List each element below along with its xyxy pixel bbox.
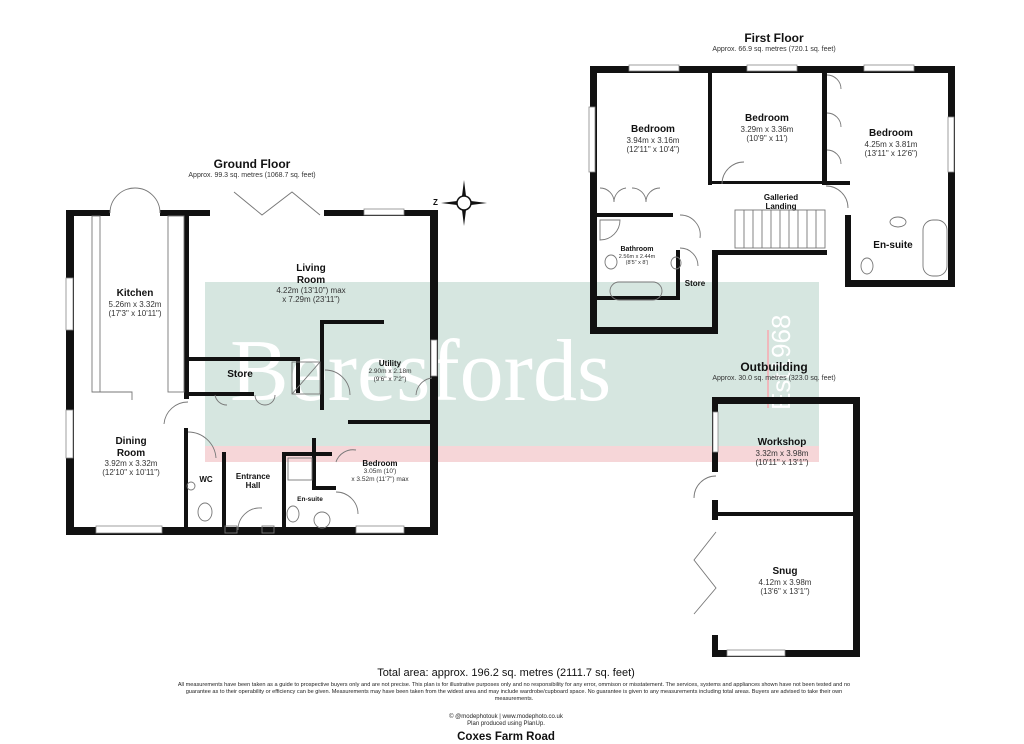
room-name-line1: Living [296,263,326,274]
room-name: Store [684,279,706,288]
room-dim-imperial: (8'5" x 8') [625,260,649,267]
room-dim-metric: 3.94m x 3.16m [626,135,680,145]
room-kitchen: Kitchen 5.26m x 3.32m (17'3" x 10'11") [108,288,161,318]
room-dim-imperial: (12'10" x 10'11") [102,468,160,478]
room-dining: Dining Room 3.92m x 3.32m (12'10" x 10'1… [102,436,160,477]
room-name: WC [199,475,213,484]
ground-floor-area: Approx. 99.3 sq. metres (1068.7 sq. feet… [188,171,316,179]
room-name: En-suite [297,496,323,503]
room-ground-ensuite: En-suite [297,496,323,503]
room-dim-imperial: (10'11" x 13'1") [755,457,809,467]
plan-credit: Plan produced using PlanUp. [467,721,545,727]
room-galleried-landing: Galleried Landing [764,193,798,211]
ground-floor-heading: Ground Floor Approx. 99.3 sq. metres (10… [188,157,316,180]
room-living: Living Room 4.22m (13'10") max x 7.29m (… [276,263,345,304]
room-workshop: Workshop 3.32m x 3.98m (10'11" x 13'1") [755,437,808,467]
room-name-line1: Dining [115,436,147,447]
room-bedroom-2: Bedroom 3.29m x 3.36m (10'9" x 11') [741,113,794,143]
room-dim-metric: 5.26m x 3.32m [108,299,162,309]
room-store: Store [227,369,253,381]
room-name: Bedroom [631,124,675,135]
room-name-line2: Room [296,274,326,286]
room-dim-imperial: (13'11" x 12'6") [864,148,918,158]
room-name-line1: Entrance [235,472,271,481]
room-name-line2: Room [116,447,146,459]
room-dim-metric: 3.32m x 3.98m [755,448,809,458]
outbuilding-area: Approx. 30.0 sq. metres (323.0 sq. feet) [712,374,836,382]
room-bedroom-1: Bedroom 3.94m x 3.16m (12'11" x 10'4") [626,124,679,154]
first-floor-area: Approx. 66.9 sq. metres (720.1 sq. feet) [712,45,836,53]
disclaimer-text: All measurements have been taken as a gu… [177,682,851,702]
room-name: Bedroom [869,128,913,139]
room-dim-metric: 2.90m x 2.18m [368,368,412,376]
compass-icon [441,180,487,226]
room-dim-imperial: (17'3" x 10'11") [108,308,162,318]
total-area: Total area: approx. 196.2 sq. metres (21… [377,667,635,679]
watermark-text: Beresfords [230,323,611,420]
ground-floor-title: Ground Floor [213,157,291,171]
room-name-line2: Landing [765,202,797,212]
first-floor-title: First Floor [744,31,804,45]
room-dim-metric: 4.12m x 3.98m [758,577,812,587]
room-name: Store [227,369,253,380]
compass-label: Z [433,198,438,207]
room-name-line1: Galleried [763,193,799,202]
watermark-est: Est1968 [766,315,796,410]
room-name: Kitchen [116,288,154,299]
room-dim-metric: 3.29m x 3.36m [740,124,794,134]
room-dim-metric: 4.22m (13'10") max [276,286,346,295]
room-entrance-hall: Entrance Hall [236,472,270,490]
property-address: Coxes Farm Road [457,731,555,743]
room-name-line2: Hall [245,481,261,491]
room-name: Workshop [757,437,807,448]
room-dim-metric: 3.05m (10') [363,468,397,476]
room-name: Bathroom [620,246,654,253]
room-dim-imperial: x 3.52m (11'7") max [351,475,409,483]
first-floor-heading: First Floor Approx. 66.9 sq. metres (720… [712,31,836,54]
room-ground-bedroom: Bedroom 3.05m (10') x 3.52m (11'7") max [351,459,408,483]
room-utility: Utility 2.90m x 2.18m (9'6" x 7'2") [369,359,412,383]
room-dim-metric: 2.56m x 2.44m [618,254,656,261]
room-name: Snug [772,566,798,577]
room-bedroom-3: Bedroom 4.25m x 3.81m (13'11" x 12'6") [864,128,917,158]
outbuilding-title: Outbuilding [740,360,808,374]
room-first-ensuite: En-suite [873,240,912,252]
room-dim-imperial: (12'11" x 10'4") [626,144,680,154]
room-bathroom: Bathroom 2.56m x 2.44m (8'5" x 8') [619,246,655,267]
watermark-pink-band [205,446,819,462]
photo-credit: © @modephotouk | www.modephoto.co.uk [449,714,563,720]
room-wc: WC [199,475,212,484]
room-dim-imperial: (13'6" x 13'1") [760,586,810,596]
outbuilding-heading: Outbuilding Approx. 30.0 sq. metres (323… [712,360,836,383]
room-name: Bedroom [745,113,789,124]
room-name: En-suite [873,240,913,251]
room-dim-imperial: x 7.29m (23'11") [282,295,340,305]
room-name: Bedroom [362,459,398,468]
room-dim-metric: 3.92m x 3.32m [104,459,158,468]
room-dim-metric: 4.25m x 3.81m [864,139,918,149]
room-first-store: Store [685,279,705,288]
room-snug: Snug 4.12m x 3.98m (13'6" x 13'1") [759,566,812,596]
room-name: Utility [378,359,402,368]
room-dim-imperial: (10'9" x 11') [746,133,788,143]
room-dim-imperial: (9'6" x 7'2") [373,375,407,383]
